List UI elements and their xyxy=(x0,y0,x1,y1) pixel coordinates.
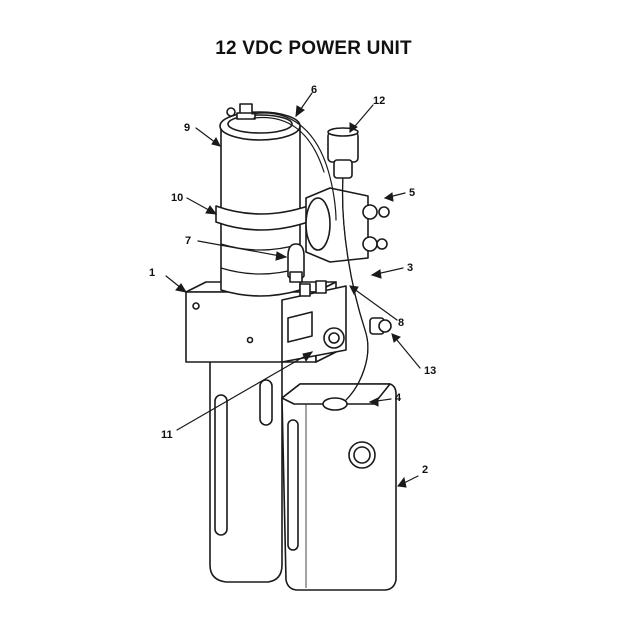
callout-3: 3 xyxy=(407,262,413,274)
callout-11: 11 xyxy=(161,429,173,441)
callout-9: 9 xyxy=(184,122,190,134)
motor-cable xyxy=(251,112,337,221)
callout-4: 4 xyxy=(395,392,402,404)
start-solenoid xyxy=(305,187,390,263)
control-block xyxy=(281,280,347,363)
callout-8: 8 xyxy=(398,317,404,329)
diagram-title: 12 VDC POWER UNIT xyxy=(215,38,412,59)
callout-leaders xyxy=(165,92,421,488)
callout-12: 12 xyxy=(373,95,385,107)
reservoir-tank xyxy=(209,359,397,591)
callout-1: 1 xyxy=(149,267,155,279)
callout-7: 7 xyxy=(185,235,191,247)
callout-13: 13 xyxy=(424,365,436,377)
release-valve xyxy=(287,243,305,283)
callout-5: 5 xyxy=(409,187,415,199)
callout-10: 10 xyxy=(171,192,183,204)
callout-numbers: 1 2 3 4 5 6 7 8 9 10 11 12 13 xyxy=(149,84,436,476)
callout-6: 6 xyxy=(311,84,317,96)
return-hose xyxy=(327,127,369,401)
callout-2: 2 xyxy=(422,464,428,476)
